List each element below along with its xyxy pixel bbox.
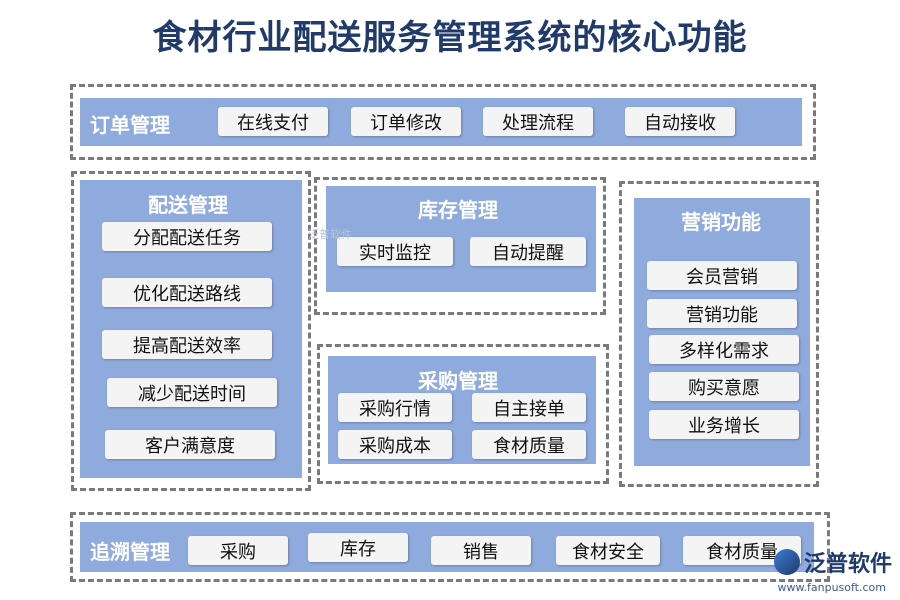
inventory-title: 库存管理 <box>418 198 498 222</box>
marketing-group <box>619 181 819 487</box>
purchase-item: 采购成本 <box>338 430 452 459</box>
marketing-title: 营销功能 <box>681 210 761 234</box>
order-item: 处理流程 <box>483 107 593 136</box>
inventory-item: 自动提醒 <box>470 237 586 266</box>
delivery-item: 减少配送时间 <box>107 378 277 407</box>
order-title: 订单管理 <box>90 113 170 137</box>
marketing-item: 营销功能 <box>647 299 797 328</box>
delivery-title: 配送管理 <box>148 193 228 217</box>
brand-logo: 泛普软件 <box>773 546 892 578</box>
delivery-item: 提高配送效率 <box>102 330 272 359</box>
trace-item: 销售 <box>431 536 531 565</box>
purchase-item: 自主接单 <box>472 393 586 422</box>
purchase-item: 采购行情 <box>338 393 452 422</box>
order-item: 在线支付 <box>218 107 328 136</box>
order-group <box>70 84 816 160</box>
brand-name: 泛普软件 <box>803 552 892 577</box>
brand-url: www.fanpusoft.com <box>777 581 886 594</box>
marketing-item: 业务增长 <box>649 410 799 439</box>
delivery-item: 优化配送路线 <box>102 278 272 307</box>
watermark: 泛普软件 <box>308 228 352 241</box>
trace-item: 库存 <box>308 533 408 562</box>
trace-title: 追溯管理 <box>90 540 170 564</box>
trace-group <box>70 512 830 582</box>
delivery-item: 分配配送任务 <box>102 222 272 251</box>
delivery-item: 客户满意度 <box>105 430 275 459</box>
trace-item: 采购 <box>188 536 288 565</box>
purchase-title: 采购管理 <box>418 369 498 393</box>
marketing-item: 购买意愿 <box>649 372 799 401</box>
purchase-group <box>317 344 609 484</box>
marketing-item: 多样化需求 <box>649 335 799 364</box>
inventory-item: 实时监控 <box>337 237 453 266</box>
delivery-group <box>71 171 311 491</box>
order-item: 自动接收 <box>625 107 735 136</box>
purchase-item: 食材质量 <box>472 430 586 459</box>
order-item: 订单修改 <box>351 107 461 136</box>
page-title: 食材行业配送服务管理系统的核心功能 <box>152 18 748 58</box>
trace-item: 食材安全 <box>556 536 660 565</box>
inventory-group <box>314 177 606 315</box>
marketing-item: 会员营销 <box>647 261 797 290</box>
brand-logo-icon <box>773 549 800 575</box>
